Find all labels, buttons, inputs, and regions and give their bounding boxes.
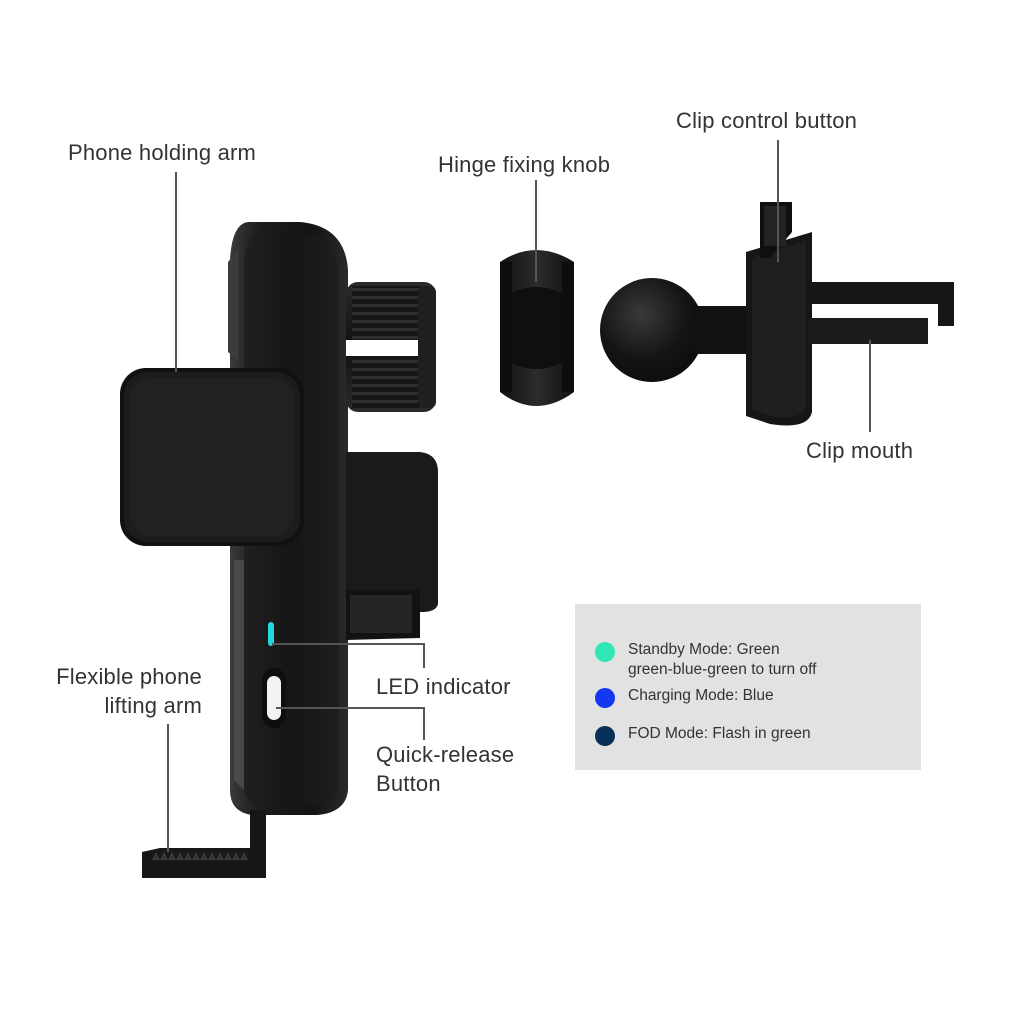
fod-dot-icon (595, 726, 615, 746)
vent-clip (600, 202, 954, 426)
threaded-stem (346, 282, 436, 412)
legend-text-fod: FOD Mode: Flash in green (628, 724, 811, 744)
label-flexible-arm-line1: Flexible phone (56, 664, 202, 689)
legend-text-standby: Standby Mode: Green green-blue-green to … (628, 640, 816, 680)
legend-standby-line1: Standby Mode: Green (628, 641, 780, 658)
label-clip-control-button: Clip control button (676, 108, 858, 133)
charging-dot-icon (595, 688, 615, 708)
legend-standby-line2: green-blue-green to turn off (628, 661, 817, 678)
label-quick-release-line1: Quick-release (376, 742, 515, 767)
standby-dot-icon (595, 642, 615, 662)
led-mode-legend: Standby Mode: Green green-blue-green to … (575, 604, 921, 770)
led-light (268, 622, 274, 646)
legend-fod-line1: FOD Mode: Flash in green (628, 725, 811, 742)
phone-holding-arm (120, 368, 304, 546)
quick-release-button-shape (262, 668, 286, 728)
label-hinge-fixing-knob: Hinge fixing knob (438, 152, 611, 177)
legend-item-charging: Charging Mode: Blue (595, 686, 774, 708)
label-led-indicator: LED indicator (376, 674, 511, 699)
label-quick-release-line2: Button (376, 771, 441, 796)
leader-lines (167, 140, 871, 852)
label-clip-mouth: Clip mouth (806, 438, 914, 463)
legend-item-fod: FOD Mode: Flash in green (595, 724, 811, 746)
hinge-knob (500, 250, 574, 406)
lifting-arm (142, 810, 266, 878)
legend-text-charging: Charging Mode: Blue (628, 686, 774, 706)
legend-charging-line1: Charging Mode: Blue (628, 687, 774, 704)
charging-housing (346, 452, 438, 640)
legend-item-standby: Standby Mode: Green green-blue-green to … (595, 640, 816, 680)
label-flexible-arm-line2: lifting arm (104, 693, 202, 718)
label-phone-holding-arm: Phone holding arm (68, 140, 257, 165)
